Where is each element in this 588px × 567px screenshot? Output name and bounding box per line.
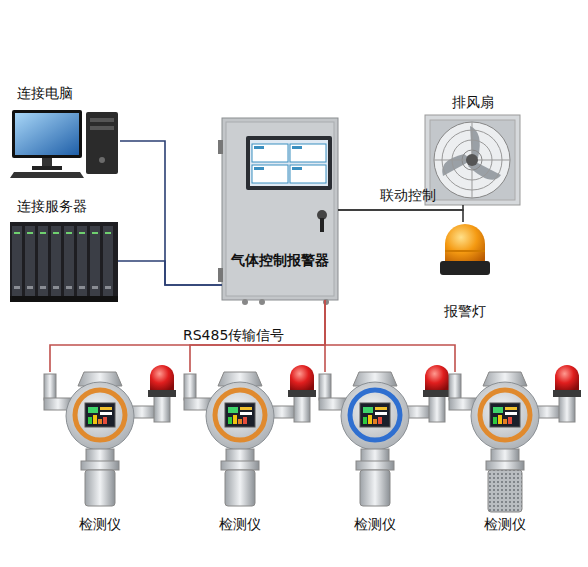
controller-cabinet-illustration	[250, 140, 328, 186]
controller-cabinet-illustration	[323, 299, 329, 305]
exhaust-fan-illustration	[425, 115, 520, 205]
controller-cabinet-illustration	[218, 118, 338, 305]
connector-label: RS485传输信号	[183, 326, 284, 344]
connector-label: 联动控制	[380, 186, 436, 204]
node-label: 排风扇	[425, 93, 520, 111]
exhaust-fan-illustration	[430, 120, 515, 200]
controller-cabinet-illustration	[218, 268, 223, 282]
controller-cabinet-illustration	[292, 146, 302, 149]
gas-detector: 检测仪	[445, 372, 565, 512]
node-label: 检测仪	[180, 515, 300, 533]
gas-detector-illustration	[184, 365, 316, 470]
computer-node: 连接电脑	[10, 105, 120, 177]
alarm-light-illustration	[445, 224, 485, 262]
computer-illustration	[15, 113, 79, 155]
node-label: 检测仪	[40, 515, 160, 533]
computer-illustration	[90, 126, 114, 130]
computer-illustration	[32, 166, 62, 170]
alarm-light-illustration	[445, 250, 485, 252]
controller-cabinet-illustration	[292, 167, 302, 170]
server-illustration	[10, 222, 118, 302]
exhaust-fan-illustration	[425, 115, 520, 205]
controller-cabinet-illustration	[218, 140, 223, 154]
alarm-light: 报警灯	[435, 222, 495, 277]
alarm-light-illustration	[440, 224, 490, 275]
server-illustration	[10, 296, 118, 302]
computer-illustration	[10, 110, 118, 178]
controller-cabinet-illustration	[254, 146, 264, 149]
linkage-wire	[338, 210, 463, 222]
node-label: 连接服务器	[10, 197, 94, 215]
computer-illustration	[86, 112, 118, 174]
gas-detector-illustration	[215, 390, 265, 440]
controller-cabinet-illustration	[252, 165, 288, 183]
controller-cabinet-illustration	[320, 218, 324, 232]
network-cable	[118, 261, 222, 285]
computer-illustration	[10, 172, 84, 178]
gas-detector-illustration	[449, 365, 581, 470]
computer-illustration	[42, 158, 52, 166]
gas-detector: 检测仪	[40, 372, 160, 512]
gas-detector-illustration	[44, 365, 176, 506]
gas-detector-illustration	[44, 365, 176, 470]
gas-detector-illustration	[184, 365, 316, 506]
controller-cabinet-illustration	[259, 299, 265, 305]
gas-detector-illustration	[480, 390, 530, 440]
server-illustration	[10, 222, 118, 302]
server-node: 连接服务器	[10, 220, 118, 302]
rs485-bus	[190, 300, 325, 372]
linkage-wire	[338, 205, 463, 210]
gas-detector-illustration	[319, 365, 451, 506]
computer-illustration	[99, 157, 105, 163]
gas-detector-illustration	[75, 390, 125, 440]
controller-cabinet-illustration	[226, 122, 334, 296]
controller-cabinet: 气体控制报警器	[222, 118, 338, 300]
gas-detector-illustration	[488, 470, 522, 512]
gas-detector: 检测仪	[315, 372, 435, 512]
computer-illustration	[90, 118, 114, 122]
gas-detector-illustration	[449, 365, 581, 512]
gas-detector-illustration	[360, 470, 390, 506]
controller-cabinet-illustration	[222, 118, 338, 300]
computer-illustration	[12, 110, 82, 158]
gas-detector-illustration	[350, 390, 400, 440]
gas-detector-illustration	[319, 365, 451, 470]
node-label: 报警灯	[435, 302, 495, 320]
gas-detector-illustration	[225, 470, 255, 506]
exhaust-fan-illustration	[466, 154, 478, 166]
rs485-bus	[50, 300, 325, 372]
node-label: 检测仪	[315, 515, 435, 533]
rs485-bus	[325, 300, 455, 372]
exhaust-fan-illustration	[434, 122, 510, 198]
server-illustration	[12, 226, 116, 298]
controller-cabinet-illustration	[242, 299, 248, 305]
node-label: 连接电脑	[10, 84, 80, 102]
node-label: 气体控制报警器	[222, 251, 338, 269]
node-label: 检测仪	[445, 515, 565, 533]
rs485-bus	[324, 300, 326, 372]
controller-cabinet-illustration	[254, 167, 264, 170]
gas-detector-illustration	[85, 470, 115, 506]
controller-cabinet-illustration	[246, 136, 332, 190]
network-cable	[120, 141, 222, 285]
alarm-light-illustration	[440, 261, 490, 275]
controller-cabinet-illustration	[290, 165, 326, 183]
controller-cabinet-illustration	[252, 144, 288, 162]
controller-cabinet-illustration	[290, 144, 326, 162]
gas-detector: 检测仪	[180, 372, 300, 512]
exhaust-fan: 排风扇	[425, 115, 520, 205]
